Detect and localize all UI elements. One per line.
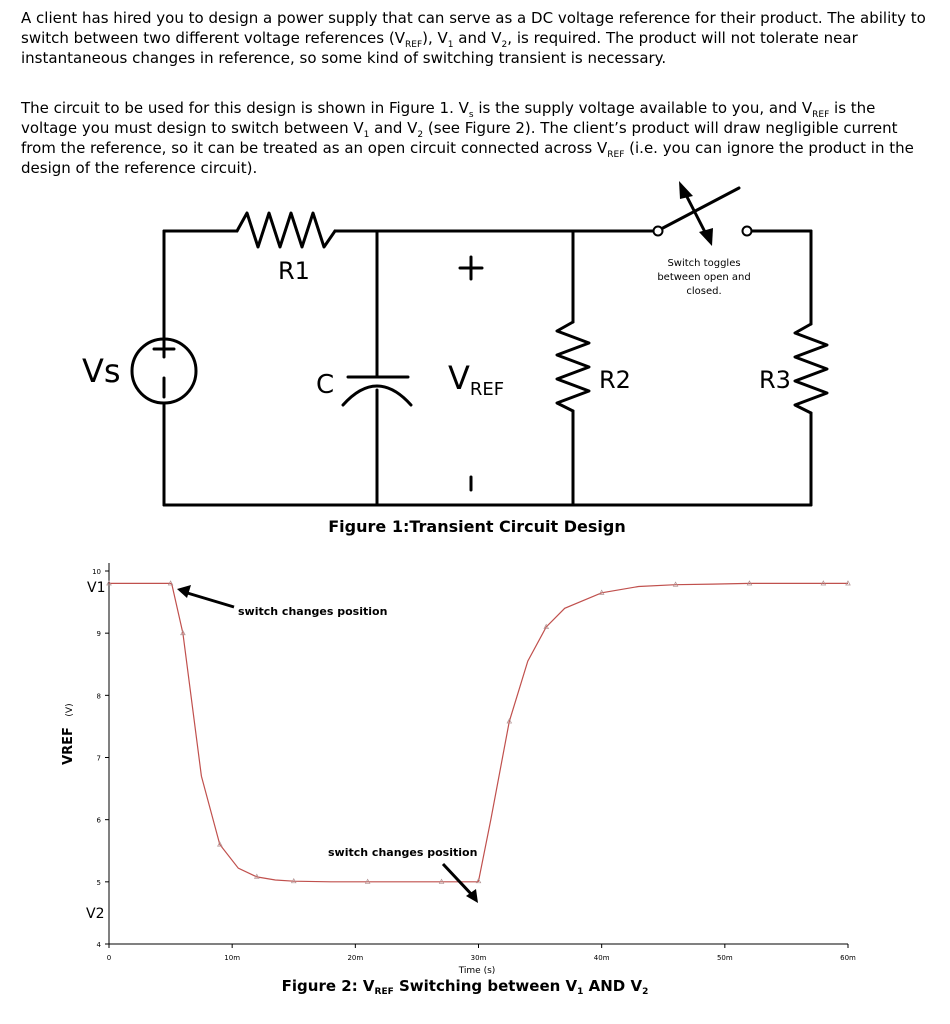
p1-text-c: and V [453, 29, 502, 47]
switch-terminal-right [741, 225, 753, 237]
x-tick-label: 60m [840, 954, 856, 962]
data-point-marker [167, 580, 174, 586]
data-point-marker [598, 589, 605, 595]
label-c: C [316, 370, 334, 400]
switch-arrow-head-icon [699, 228, 713, 246]
y-tick-label: 5 [97, 879, 101, 887]
resistor-r1 [235, 211, 337, 249]
label-r2: R2 [599, 366, 631, 394]
p2-sub-1: 1 [363, 130, 370, 140]
y-tick-label: 7 [97, 755, 101, 763]
switch-note-line-3: closed. [686, 286, 721, 297]
switch-note-line-1: Switch toggles [667, 258, 740, 269]
data-point-marker [438, 878, 445, 884]
p1-text-a: A client has hired you to design a power… [21, 9, 926, 47]
annotation-arrow-1-shaft [183, 590, 235, 609]
p2-text-e: (see Figure 2). The client’s product wil… [21, 119, 898, 157]
annotation-arrow-1-head-icon [177, 585, 191, 598]
x-tick-label: 40m [594, 954, 610, 962]
vref-plus-sign [458, 255, 484, 281]
caption-2-b: Switching between V [394, 977, 578, 995]
data-point-marker [364, 878, 371, 884]
y-axis-unit: (V) [65, 703, 75, 716]
data-point-marker [106, 580, 112, 586]
data-point-marker [475, 877, 482, 884]
intro-paragraph-2: The circuit to be used for this design i… [21, 98, 926, 178]
source-plus-sign [152, 339, 176, 359]
x-axis-label: Time (s) [458, 966, 496, 976]
data-point-marker [543, 623, 550, 629]
capacitor-plate-curved [341, 384, 413, 407]
vref-transient-chart: 0 10m 20m 30m 40m 50m 60m 4 5 6 7 8 9 10 switch chang… [61, 563, 856, 997]
y-tick-label: 9 [97, 630, 101, 638]
label-r1: R1 [278, 257, 310, 285]
p2-sub-ref-2: REF [607, 150, 625, 160]
p2-text-f: (i.e. you can ignore the product in the … [21, 139, 914, 177]
data-point-marker [820, 580, 827, 586]
y-tick-label: 8 [97, 692, 101, 700]
data-point-marker [672, 581, 679, 587]
intro-paragraph-1: A client has hired you to design a power… [21, 8, 926, 68]
v2-label: V2 [86, 906, 104, 922]
p1-sub-ref: REF [405, 40, 423, 50]
p2-text-d: and V [369, 119, 418, 137]
annotation-arrow-2-head-icon [466, 889, 478, 903]
caption-2-sub-1: 1 [577, 987, 583, 997]
data-point-marker [506, 718, 513, 724]
label-vs: Vs [82, 352, 121, 390]
y-tick-label: 4 [97, 941, 102, 949]
x-tick-label: 20m [347, 954, 363, 962]
p1-sub-1: 1 [447, 40, 454, 50]
p1-sub-2: 2 [501, 40, 508, 50]
resistor-r3 [793, 322, 829, 415]
label-vref-v: V [448, 359, 470, 397]
switch-note-line-2: between open and [657, 272, 750, 283]
data-point-marker [254, 873, 260, 879]
label-r3: R3 [759, 366, 791, 394]
x-tick-label: 50m [717, 954, 733, 962]
switch-blade [659, 186, 741, 231]
figure-1-caption: Figure 1:Transient Circuit Design [328, 517, 625, 536]
p2-sub-s: s [468, 110, 474, 120]
data-point-marker [180, 629, 186, 636]
voltage-source [130, 337, 198, 405]
p2-sub-ref-1: REF [812, 110, 830, 120]
p2-sub-2: 2 [417, 130, 424, 140]
y-axis-label: VREF [61, 727, 76, 765]
resistor-r2 [555, 320, 591, 413]
v1-label: V1 [87, 580, 105, 596]
caption-2-sub-ref: REF [375, 987, 394, 997]
p2-text-c: is the voltage you must design to switch… [21, 99, 876, 137]
data-point-marker [845, 580, 851, 586]
switch-terminal-left [652, 225, 664, 237]
label-vref: VREF [448, 359, 504, 400]
caption-2-c: AND V [583, 977, 642, 995]
y-tick-label: 10 [92, 568, 101, 576]
series-line [109, 582, 848, 883]
data-point-marker [746, 580, 753, 586]
chart-annotation-1: switch changes position [238, 605, 387, 618]
p1-text-b: ), V [422, 29, 448, 47]
switch-toggle-arrow [682, 189, 708, 236]
x-tick-label: 0 [107, 954, 111, 962]
caption-2-a: Figure 2: V [282, 977, 375, 995]
annotation-arrow-2-shaft [441, 862, 475, 898]
chart-annotation-2: switch changes position [328, 846, 477, 859]
label-vref-sub: REF [470, 379, 504, 400]
x-tick-label: 30m [471, 954, 487, 962]
data-point-marker [217, 841, 223, 847]
p2-text-b: is the supply voltage available to you, … [473, 99, 813, 117]
caption-2-sub-2: 2 [642, 987, 648, 997]
p1-text-d: , is required. The product will not tole… [21, 29, 858, 67]
p2-text-a: The circuit to be used for this design i… [21, 99, 469, 117]
x-tick-label: 10m [224, 954, 240, 962]
data-point-marker [290, 877, 297, 884]
circuit-diagram: Vs R1 C VREF R2 R3 Switch toggles betwee… [82, 181, 829, 536]
y-tick-label: 6 [97, 817, 102, 825]
figure-2-caption: Figure 2: VREF Switching between V1 AND … [282, 977, 649, 997]
switch-arrow-tail-icon [679, 181, 693, 199]
